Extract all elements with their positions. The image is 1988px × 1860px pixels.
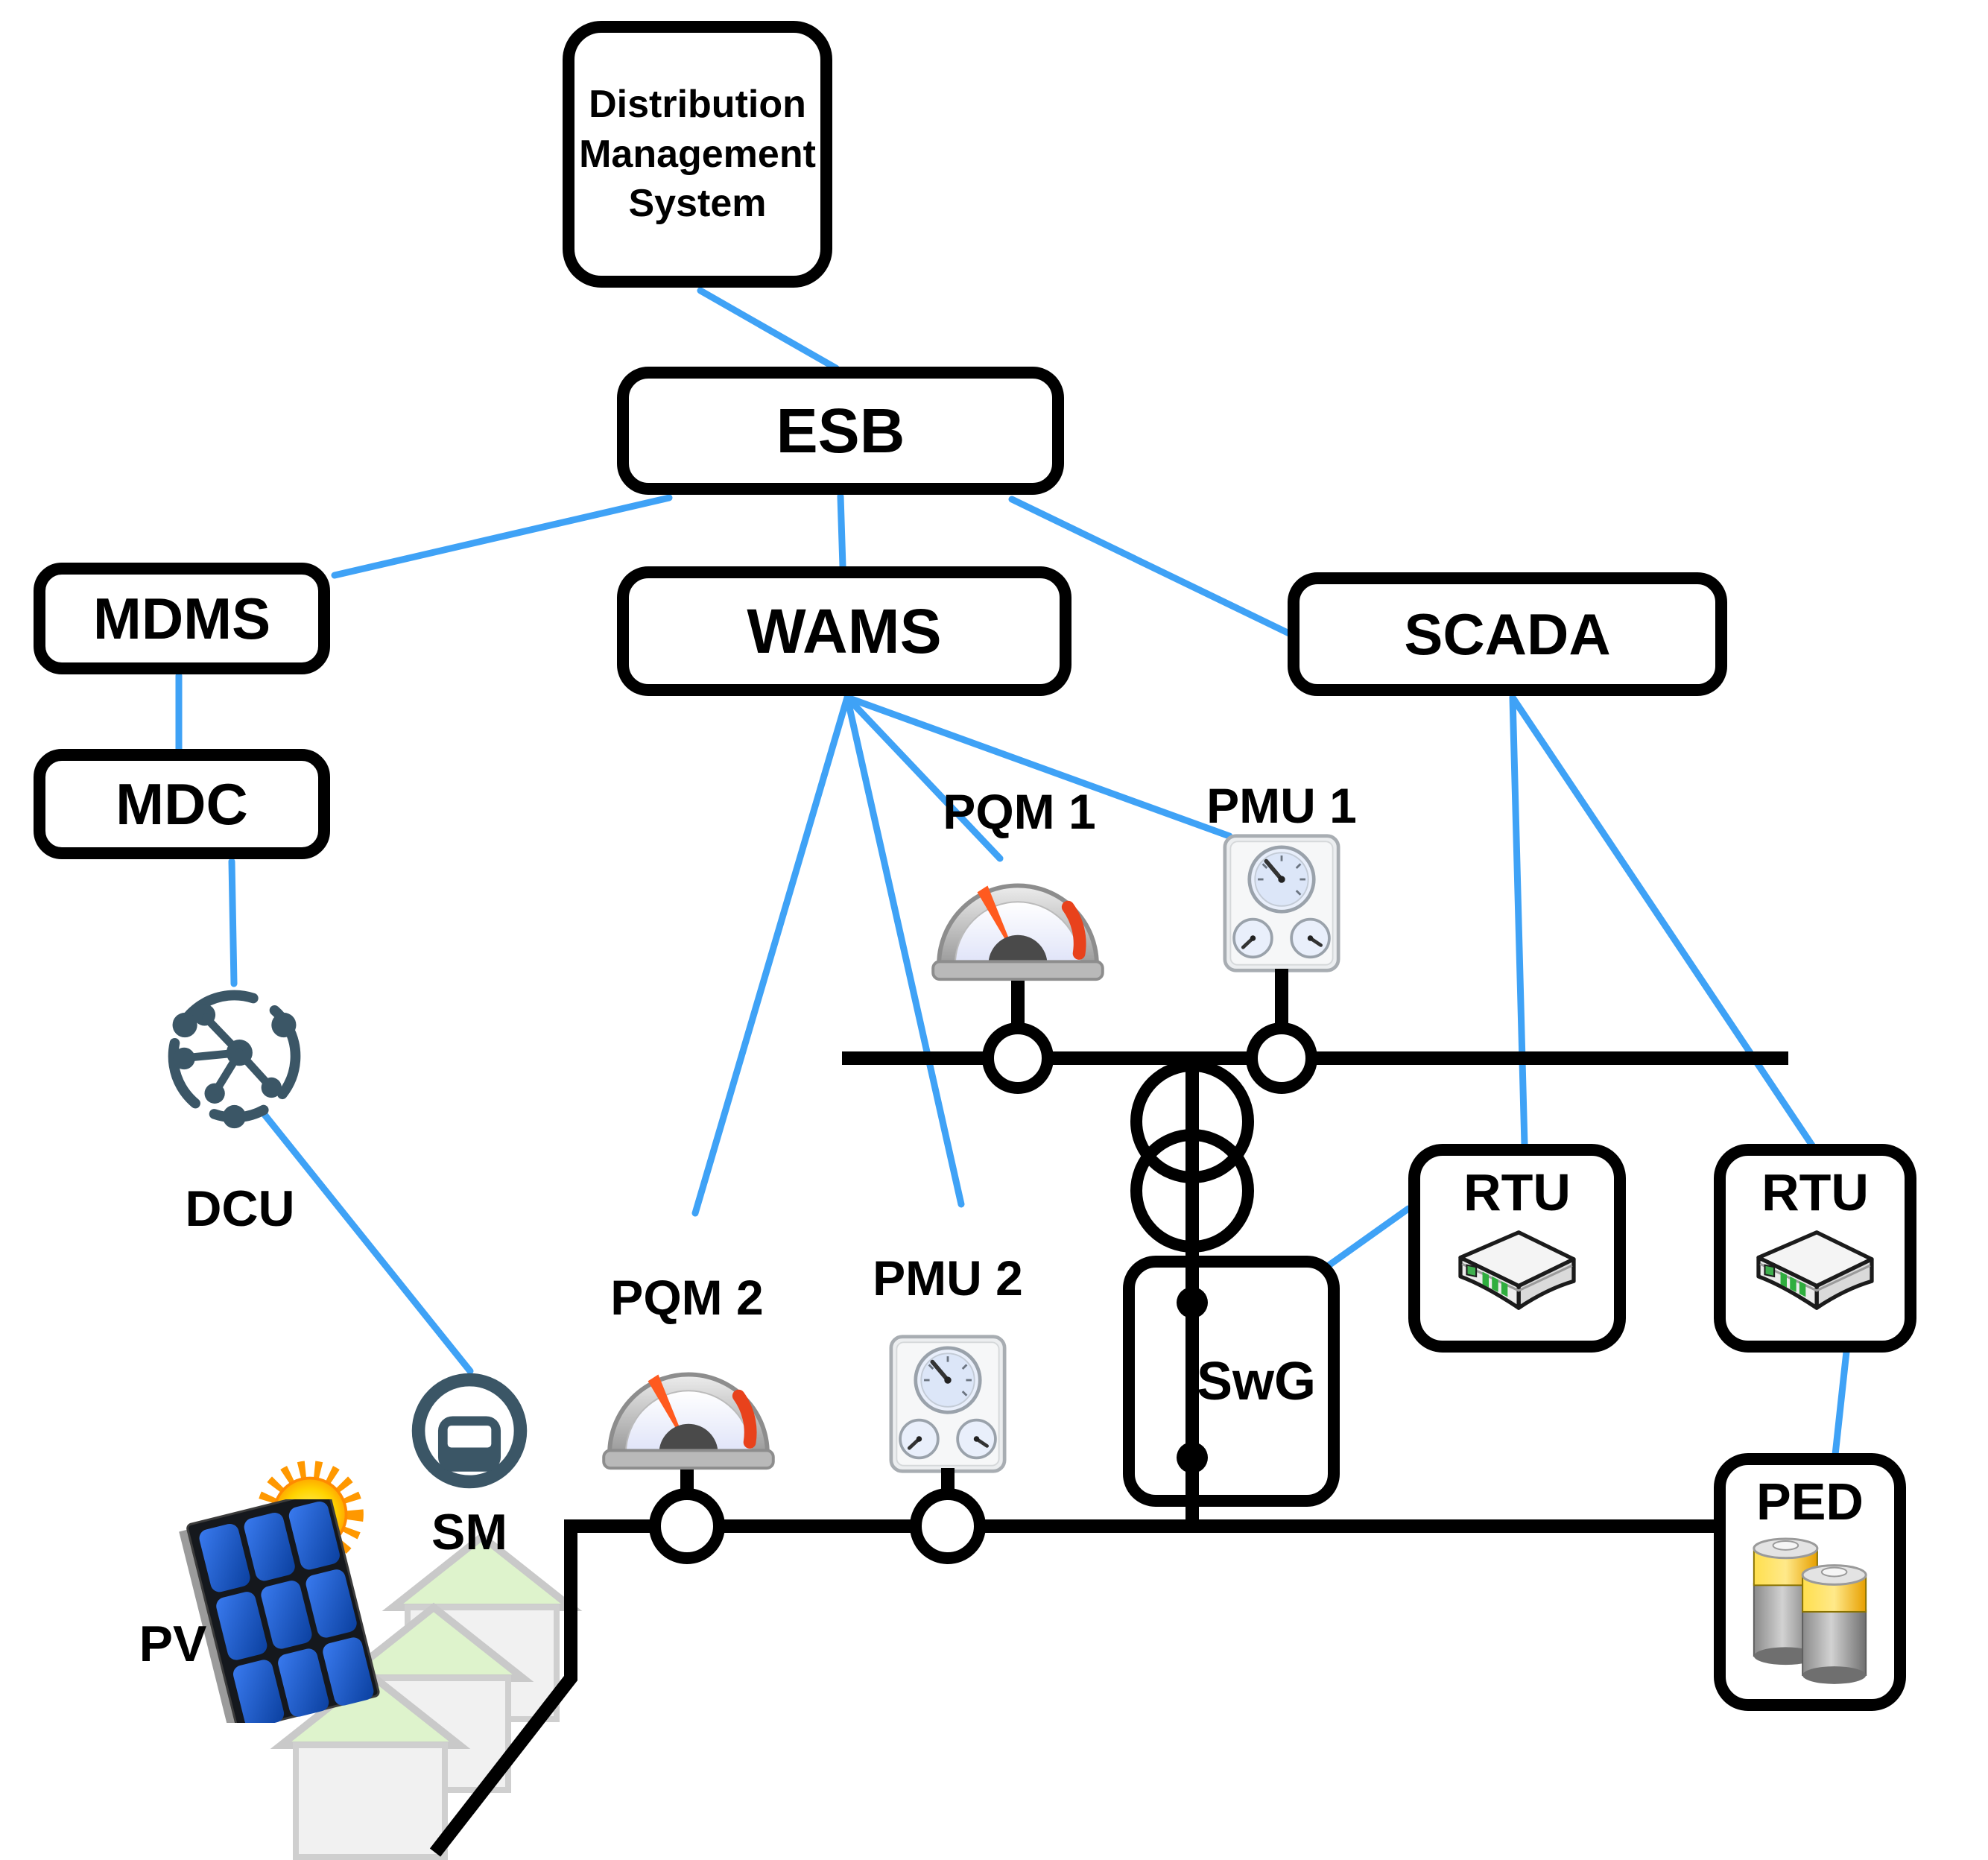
node-label: SCADA	[1404, 601, 1611, 667]
node-label: WAMS	[747, 595, 942, 666]
node-label: ESB	[776, 395, 905, 466]
link-rtu2-ped	[1832, 1348, 1850, 1458]
node-label: MDMS	[92, 585, 271, 651]
link-swg-rtu1	[1317, 1205, 1412, 1275]
dcu-label: DCU	[185, 1180, 295, 1237]
gauge-icon-pqm1	[925, 847, 1110, 987]
house-front	[270, 1669, 471, 1860]
pmu2-label: PMU 2	[873, 1250, 1023, 1306]
node-mdms: MDMS	[34, 563, 330, 674]
link-scada-rtu2	[1509, 694, 1817, 1151]
solar-panel-icon	[179, 1499, 380, 1723]
smart-meter-icon	[404, 1365, 535, 1496]
link-mdc-dcu	[228, 858, 238, 987]
gauge-icon-pqm2	[596, 1335, 781, 1475]
node-wams: WAMS	[617, 566, 1071, 696]
link-wams-pqm2	[691, 694, 851, 1217]
node-label: Distribution Management System	[579, 83, 816, 226]
node-scada: SCADA	[1288, 572, 1727, 696]
link-esb-scada	[1008, 496, 1293, 637]
node-label: RTU	[1761, 1163, 1869, 1221]
node-rtu-1: RTU	[1408, 1144, 1626, 1353]
link-dcu-sm	[259, 1108, 474, 1375]
node-ped: PED	[1714, 1453, 1906, 1711]
node-label: RTU	[1463, 1163, 1571, 1221]
pv-label: PV	[139, 1616, 207, 1672]
node-esb: ESB	[617, 367, 1064, 495]
pqm2-label: PQM 2	[610, 1270, 764, 1325]
router-icon	[1756, 1230, 1874, 1310]
link-wams-pmu2	[843, 694, 965, 1208]
link-esb-mdms	[331, 494, 673, 579]
node-switchgear: SwG	[1123, 1256, 1340, 1507]
node-rtu-2: RTU	[1714, 1144, 1916, 1353]
node-label: PED	[1756, 1472, 1864, 1531]
link-wams-pqm1	[843, 694, 1004, 862]
router-icon	[1458, 1230, 1576, 1310]
node-distribution-management-system: Distribution Management System	[563, 21, 832, 288]
link-dms-esb	[697, 287, 840, 372]
link-wams-pmu1	[843, 694, 1233, 840]
node-label: MDC	[115, 771, 248, 837]
network-hub-icon	[158, 980, 311, 1133]
link-scada-rtu1	[1509, 694, 1528, 1148]
node-label: SwG	[1196, 1351, 1316, 1411]
dashboard-icon-pmu1	[1222, 833, 1341, 973]
node-mdc: MDC	[34, 749, 330, 859]
sm-label: SM	[431, 1504, 507, 1560]
battery-icon	[1753, 1537, 1867, 1684]
pmu1-label: PMU 1	[1206, 778, 1357, 833]
link-esb-wams	[837, 493, 846, 570]
pqm1-label: PQM 1	[943, 784, 1096, 839]
battery-front	[1801, 1564, 1867, 1684]
dashboard-icon-pmu2	[888, 1334, 1007, 1474]
